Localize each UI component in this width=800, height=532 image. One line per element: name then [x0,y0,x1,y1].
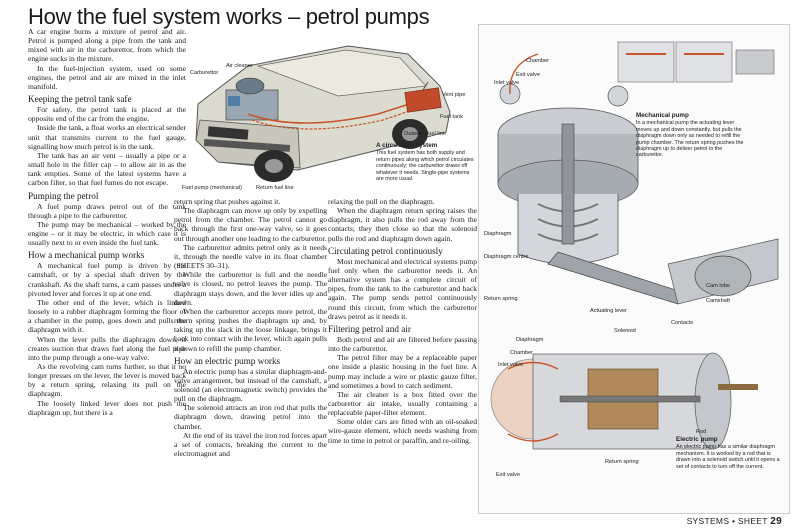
paragraph: Some older cars are fitted with an oil-s… [328,417,477,445]
label-fuel-tank: Fuel tank [440,114,464,120]
label-vent-pipe: Vent pipe [442,92,466,98]
paragraph: Most mechanical and electrical systems p… [328,256,477,321]
mech-label-camshaft: Camshaft [706,298,730,304]
car-illustration [195,45,451,182]
section-heading: How a mechanical pump works [28,250,145,261]
paragraph: A fuel pump draws petrol out of the tank… [28,201,186,220]
text-column-1: A car engine burns a mixture of petrol a… [28,27,186,417]
mechanical-pump-title: Mechanical pump [636,112,689,119]
section-heading: Keeping the petrol tank safe [28,94,132,105]
paragraph: As the revolving cam turns further, so t… [28,362,186,399]
paragraph: When the diaphragm return spring raises … [328,206,477,243]
mech-label-exit-valve: Exit valve [516,72,540,78]
paragraph: The petrol filter may be a replaceable p… [328,353,477,390]
mech-label-chamber: Chamber [526,58,550,64]
elec-label-solenoid: Solenoid [614,328,636,334]
mechanical-pump-text: In a mechanical pump the actuating lever… [636,120,744,159]
elec-label-inlet-valve: Inlet valve [498,362,524,368]
mech-label-cam-lobe: Cam lobe [706,283,730,289]
section-heading: How an electric pump works [174,355,281,366]
paragraph: A mechanical fuel pump is driven by the … [28,261,186,298]
mechanical-pump-insets [617,41,775,83]
section-heading: Circulating petrol continuously [328,245,443,256]
elec-label-exit-valve: Exit valve [496,472,520,478]
mechanical-pump-caption: Mechanical pump In a mechanical pump the… [636,112,746,159]
electric-pump-text: An electric pump has a similar diaphragm… [676,444,780,470]
paragraph: The air cleaner is a box fitted over the… [328,389,477,418]
circulating-system-caption: A circulating system This fuel system ha… [376,142,476,183]
label-outward-fuel-line: Outward fuel line [404,131,446,137]
paragraph: When the carburettor accepts more petrol… [174,306,327,353]
text-column-3: relaxing the pull on the diaphragm.When … [328,197,477,445]
circulating-system-text: This fuel system has both supply and ret… [376,150,474,183]
mech-label-inlet-valve: Inlet valve [494,80,520,86]
paragraph: return spring that pushes against it. [174,197,281,206]
mech-label-diaphragm-centre: Diaphragm centre [484,254,529,260]
paragraph: When the lever pulls the diaphragm down,… [28,334,186,362]
paragraph: The solenoid attracts an iron rod that p… [174,403,327,431]
elec-label-return-spring: Return spring [605,459,639,465]
label-carburettor: Carburettor [190,70,219,76]
mechanical-pump-drawing [497,53,779,305]
paragraph: For safety, the petrol tank is placed at… [28,105,186,124]
text-column-2: return spring that pushes against it.The… [174,197,327,458]
section-heading: Filtering petrol and air [328,323,411,334]
car-body [195,45,451,182]
footer-sheet: SHEET [737,516,768,526]
footer-page-number: 29 [770,516,782,527]
paragraph: At the end of its travel the iron rod fo… [174,430,327,459]
paragraph: The tank has an air vent – usually a pip… [28,150,186,188]
circulating-system-title: A circulating system [376,142,438,149]
electric-pump-title: Electric pump [676,436,718,443]
paragraph: Both petrol and air are filtered before … [328,334,477,354]
paragraph: In the fuel-injection system, used on so… [28,63,186,91]
label-air-cleaner: Air cleaner [226,63,253,69]
footer-section: SYSTEMS [686,516,730,526]
paragraph: While the carburettor is full and the ne… [174,270,327,307]
elec-label-chamber: Chamber [510,350,534,356]
section-heading: Pumping the petrol [28,190,99,201]
paragraph: The other end of the lever, which is lin… [28,297,186,335]
paragraph: An electric pump has a similar diaphragm… [174,366,327,404]
paragraph: The diaphragm can move up only by expell… [174,206,327,243]
page-footer: SYSTEMS • SHEET 29 [686,516,782,527]
paragraph: The pump may be mechanical – worked by t… [28,219,186,248]
elec-label-rod: Rod [696,429,707,435]
elec-label-diaphragm: Diaphragm [516,337,544,343]
electric-pump-caption: Electric pump An electric pump has a sim… [676,436,784,470]
mech-label-return-spring: Return spring [484,296,518,302]
elec-label-contacts: Contacts [671,320,694,326]
label-return-fuel-line: Return fuel line [256,185,294,191]
paragraph: A car engine burns a mixture of petrol a… [28,27,186,64]
paragraph: relaxing the pull on the diaphragm. [328,197,435,206]
label-fuel-pump-mechanical: Fuel pump (mechanical) [182,185,243,191]
page-title: How the fuel system works – petrol pumps [28,4,430,29]
mech-label-actuating-lever: Actuating lever [590,308,628,314]
paragraph: Inside the tank, a float works an electr… [28,123,186,151]
pump-diagrams [478,24,790,514]
fuel-lines [247,81,442,130]
paragraph: The loosely linked lever does not push t… [28,398,186,417]
mech-label-diaphragm: Diaphragm [484,231,512,237]
electric-pump-drawing [490,352,758,450]
paragraph: The carburettor admits petrol only as it… [174,242,327,271]
